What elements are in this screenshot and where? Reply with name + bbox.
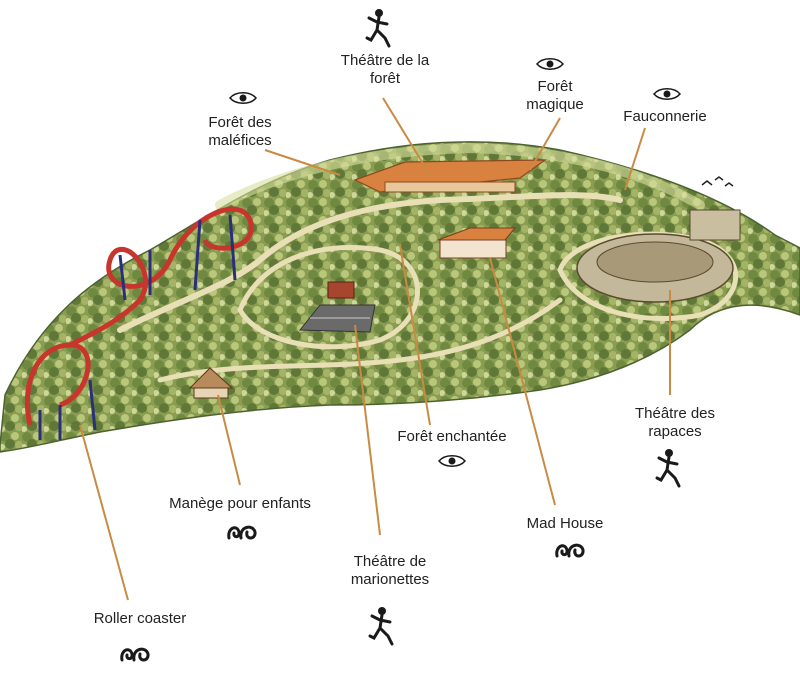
ridge-highlight: [215, 142, 705, 210]
label-foret-magique[interactable]: Forêt magique: [526, 78, 584, 113]
leader-lines: [79, 97, 671, 601]
label-foret-des-malefices[interactable]: Forêt des maléfices: [208, 114, 272, 149]
label-fauconnerie[interactable]: Fauconnerie: [623, 108, 707, 125]
arena-inner: [596, 241, 714, 283]
ride-swirl-icon: [227, 525, 257, 540]
theatre-foret-wall: [384, 181, 516, 193]
arena-tower: [689, 209, 741, 241]
label-theatre-de-la-foret[interactable]: Théâtre de la forêt: [340, 52, 430, 87]
label-foret-enchantee[interactable]: Forêt enchantée: [397, 428, 507, 445]
label-theatre-des-rapaces[interactable]: Théâtre des rapaces: [634, 405, 716, 440]
label-roller-coaster[interactable]: Roller coaster: [93, 610, 187, 627]
roller-coaster: [24, 206, 254, 440]
eye-icon: [438, 455, 466, 467]
loop-path: [237, 245, 420, 350]
label-manege-pour-enfants[interactable]: Manège pour enfants: [169, 495, 311, 512]
birds: [701, 176, 734, 187]
arena-path: [557, 231, 739, 322]
coaster-track: [24, 206, 254, 426]
label-theatre-de-marionettes[interactable]: Théâtre de marionettes: [350, 553, 430, 588]
lower-path: [157, 297, 563, 383]
dancing-figure-icon: [368, 607, 394, 646]
eye-icon: [653, 88, 681, 100]
dancing-figure-icon: [655, 449, 681, 488]
dancing-figure-icon: [365, 9, 391, 48]
ride-swirl-icon: [555, 543, 585, 558]
marionettes-hut: [327, 281, 355, 299]
eye-icon: [536, 58, 564, 70]
eye-icon: [229, 92, 257, 104]
manege-base: [193, 387, 229, 399]
mad-house-wall: [439, 239, 507, 259]
main-path: [117, 192, 623, 333]
ride-swirl-icon: [120, 647, 150, 662]
label-mad-house[interactable]: Mad House: [526, 515, 604, 532]
